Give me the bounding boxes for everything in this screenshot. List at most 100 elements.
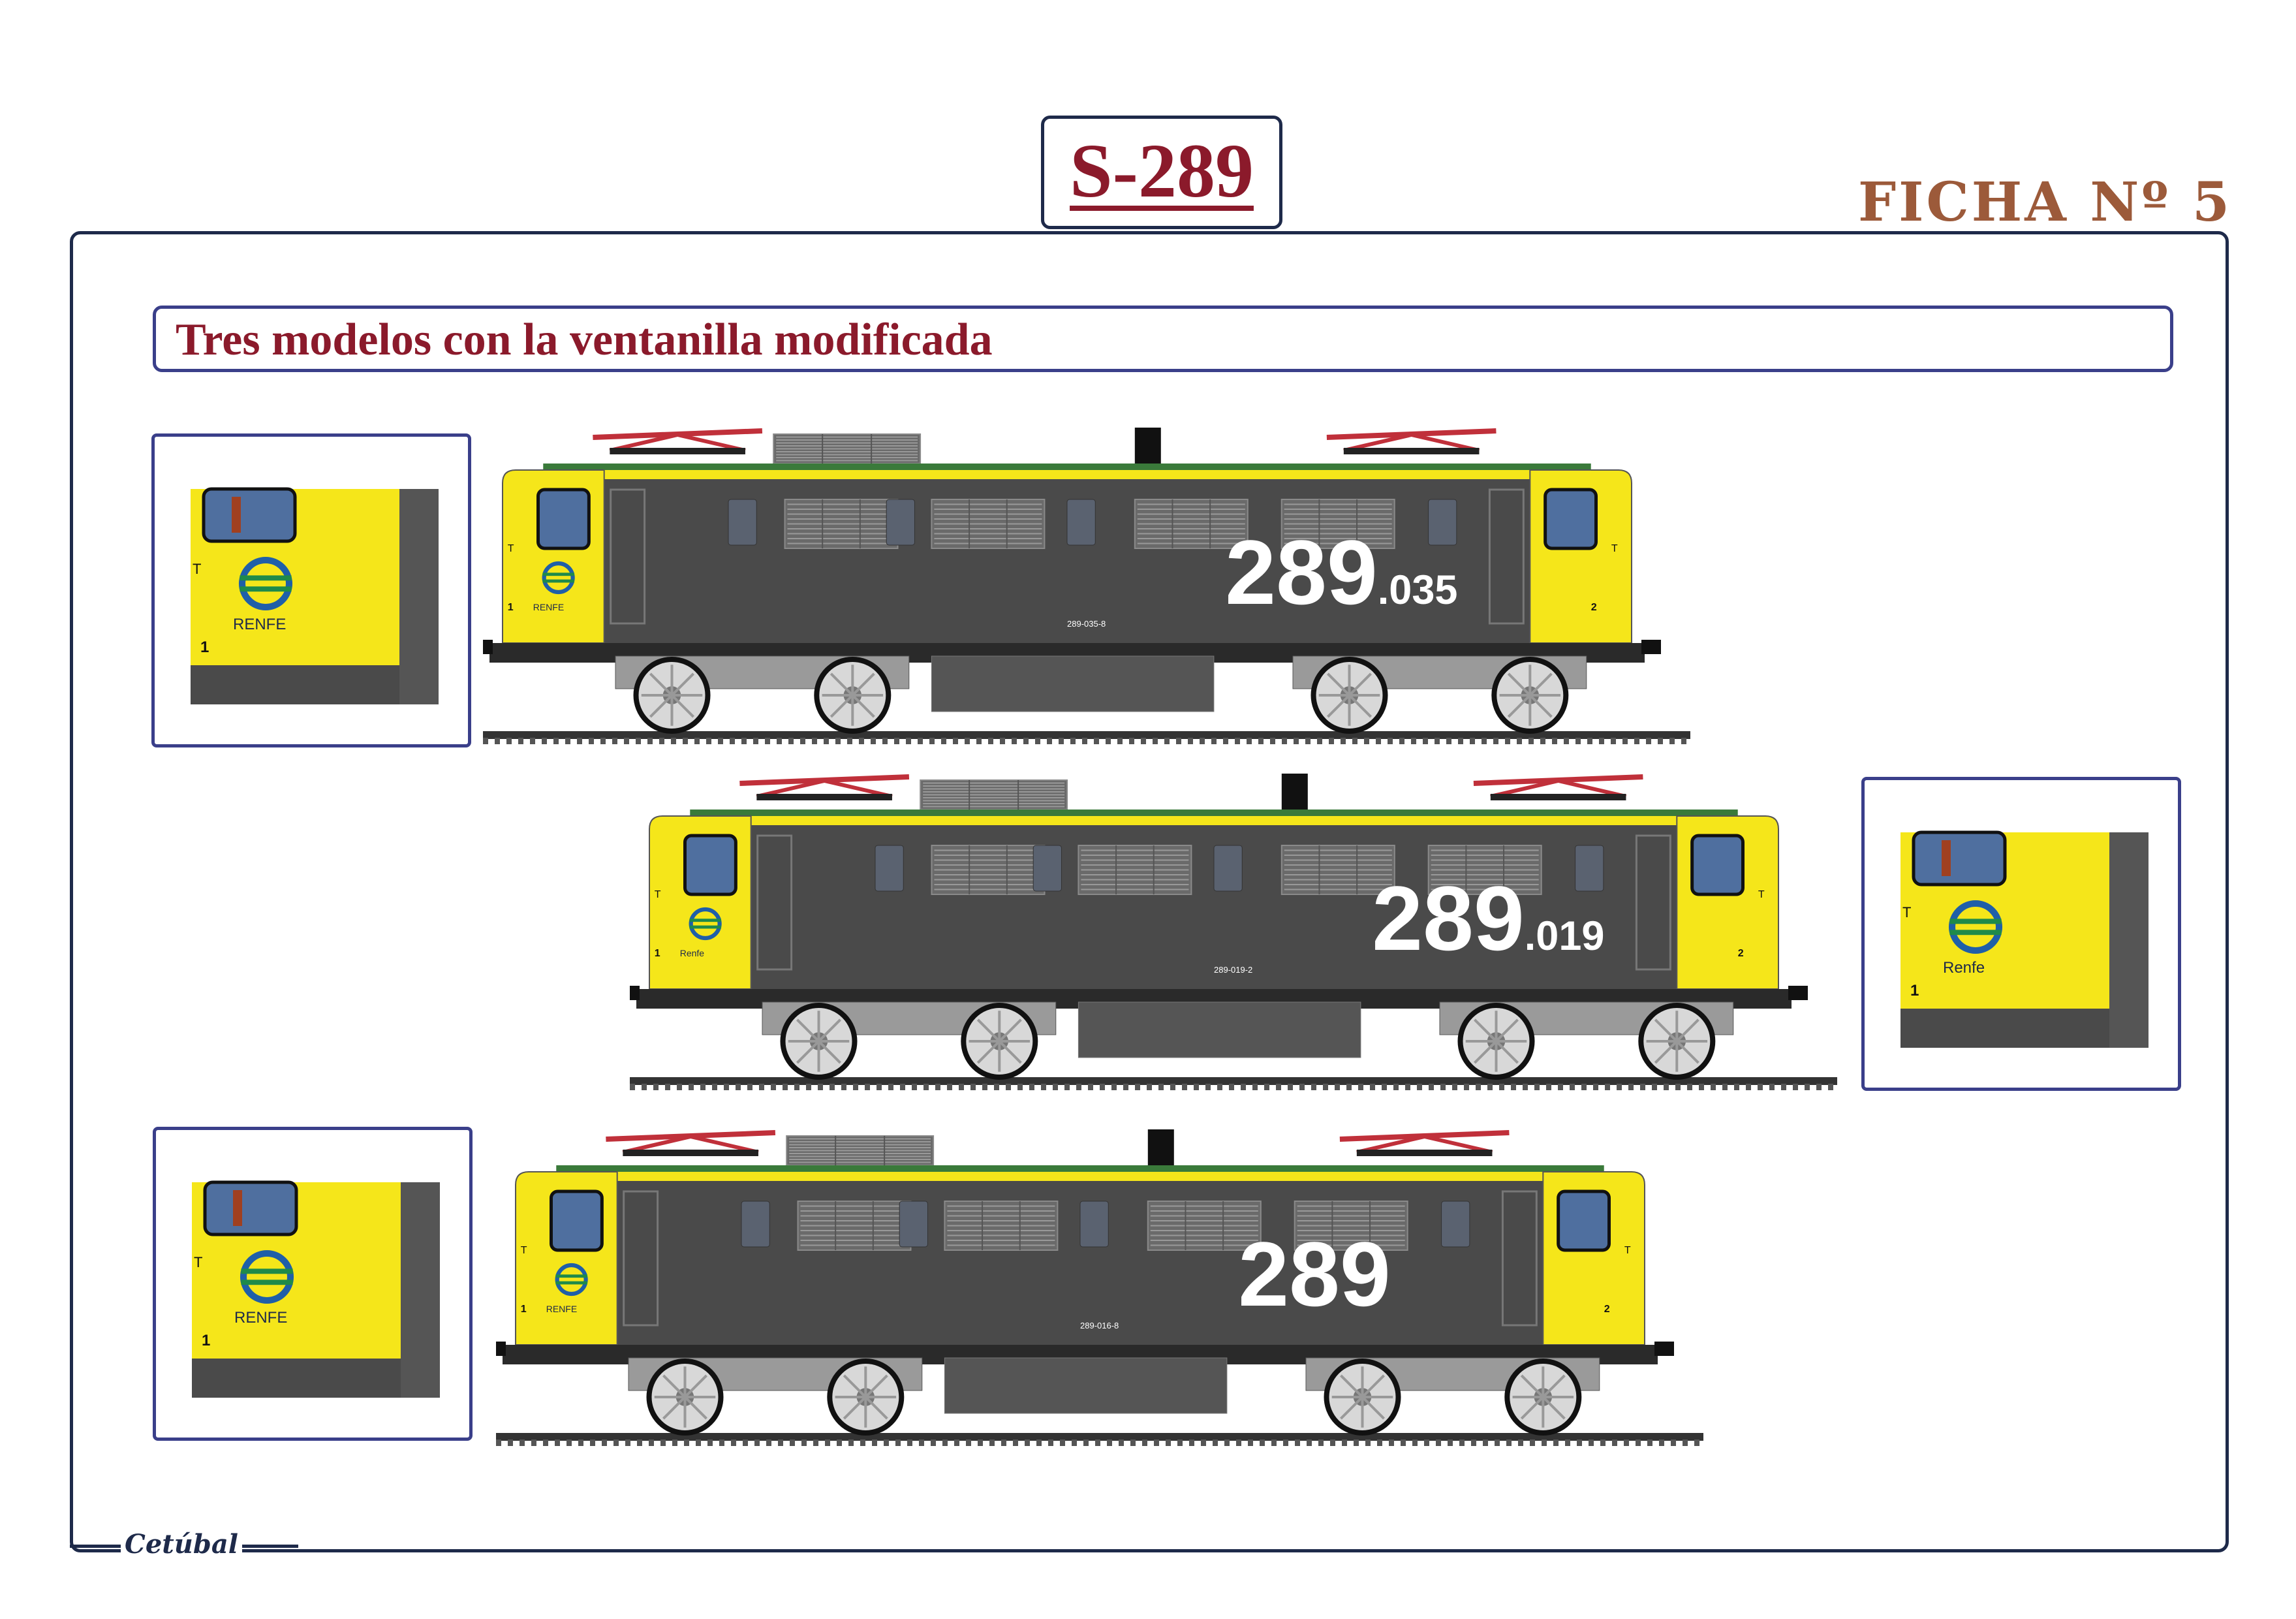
sleeper — [1358, 1084, 1363, 1090]
sleeper — [495, 738, 500, 744]
running-number-main: 289 — [1238, 1223, 1391, 1325]
t-mark-left: T — [508, 543, 514, 554]
t-mark-left: T — [521, 1245, 527, 1256]
sleeper — [1769, 1084, 1775, 1090]
sleeper — [847, 738, 852, 744]
sleeper — [1540, 738, 1545, 744]
door-right — [1488, 488, 1525, 625]
sleeper — [1523, 1084, 1528, 1090]
rail — [483, 731, 1690, 739]
sleeper — [590, 1439, 595, 1446]
sleeper — [1646, 738, 1651, 744]
sleeper — [1793, 1084, 1798, 1090]
side-grille — [944, 1201, 1059, 1251]
side-grille — [1134, 499, 1249, 549]
sleeper — [747, 1084, 752, 1090]
renfe-logo-icon — [240, 1250, 294, 1304]
sleeper — [706, 738, 711, 744]
sleeper — [1564, 738, 1569, 744]
sleeper — [813, 1439, 818, 1446]
sleeper — [989, 1439, 995, 1446]
sleeper — [1059, 738, 1064, 744]
window-wiper-icon — [232, 497, 241, 533]
window-wiper-icon — [1942, 840, 1951, 876]
sleeper — [1476, 1084, 1481, 1090]
wheel — [633, 657, 711, 734]
sleeper — [1389, 1439, 1394, 1446]
sleeper — [1681, 738, 1686, 744]
sleeper — [1036, 1439, 1042, 1446]
sleeper — [1294, 738, 1299, 744]
sleeper — [1711, 1084, 1716, 1090]
sleeper — [1153, 738, 1158, 744]
sleeper — [918, 738, 923, 744]
sleeper — [1035, 738, 1040, 744]
sleeper — [919, 1439, 924, 1446]
sleeper — [1399, 738, 1404, 744]
sleeper — [1694, 1439, 1699, 1446]
sleeper — [1388, 738, 1393, 744]
renfe-logo-icon — [542, 561, 575, 595]
sleeper — [859, 738, 864, 744]
running-number-suffix: .035 — [1378, 567, 1458, 613]
sleeper — [754, 1439, 760, 1446]
sleeper — [1070, 738, 1076, 744]
wheel — [1638, 1003, 1716, 1080]
sleeper — [1624, 1439, 1629, 1446]
body-side — [751, 816, 1677, 989]
sleeper — [765, 738, 770, 744]
sleeper — [1589, 1439, 1594, 1446]
sleeper — [1295, 1439, 1300, 1446]
cab-window-left — [549, 1189, 604, 1252]
sleeper — [1683, 1439, 1688, 1446]
sleeper — [1605, 1084, 1610, 1090]
sleeper — [1083, 1439, 1089, 1446]
pantograph — [1473, 774, 1643, 800]
sleeper — [1323, 1084, 1328, 1090]
sleeper — [906, 738, 911, 744]
roof-resistor-grille — [786, 1135, 935, 1166]
sleeper — [637, 1439, 642, 1446]
sleeper — [1617, 1084, 1622, 1090]
roof-resistor-grille — [773, 433, 922, 464]
sleeper — [830, 1084, 835, 1090]
cab-skirt — [191, 665, 399, 704]
sleeper — [982, 1084, 987, 1090]
sleeper — [806, 1084, 811, 1090]
sleeper — [1241, 1084, 1246, 1090]
sleeper — [1412, 1439, 1418, 1446]
buffer-right — [1641, 640, 1661, 654]
sleeper — [1223, 738, 1228, 744]
sleeper — [1142, 1439, 1147, 1446]
sleeper — [483, 738, 488, 744]
credit: Cetúbal — [121, 1529, 242, 1560]
sleeper — [953, 738, 958, 744]
sleeper — [1164, 738, 1170, 744]
buffer-right — [1654, 1342, 1674, 1356]
renfe-logo-text: RENFE — [546, 1304, 577, 1314]
sleeper — [818, 1084, 823, 1090]
sleeper — [1499, 1084, 1504, 1090]
sleeper — [665, 1084, 670, 1090]
sleeper — [1675, 1084, 1681, 1090]
sleeper — [553, 738, 559, 744]
sleeper — [743, 1439, 748, 1446]
wheel — [1491, 657, 1569, 734]
sleeper — [1060, 1439, 1065, 1446]
wheel — [1311, 657, 1388, 734]
buffer-left — [496, 1342, 506, 1356]
cab-window-left — [536, 488, 591, 550]
sleeper — [1072, 1439, 1077, 1446]
sleeper — [719, 1439, 724, 1446]
sleeper — [1612, 1439, 1617, 1446]
sleeper — [1117, 738, 1123, 744]
side-grille — [1280, 499, 1395, 549]
sleeper — [1530, 1439, 1535, 1446]
sleeper — [1440, 1084, 1446, 1090]
sleeper — [1288, 1084, 1293, 1090]
sleeper — [636, 738, 641, 744]
sleeper — [1205, 1084, 1211, 1090]
side-window — [741, 1201, 770, 1248]
